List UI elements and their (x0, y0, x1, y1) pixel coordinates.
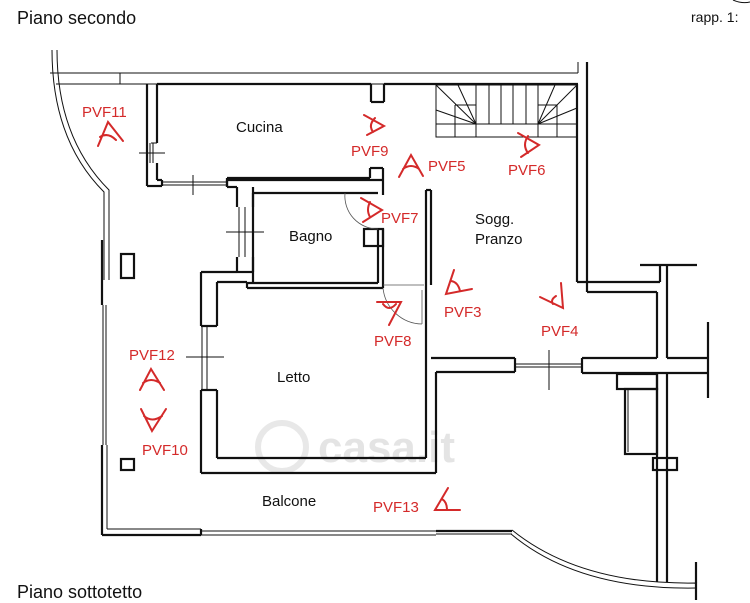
floor-title-second: Piano secondo (17, 8, 137, 28)
viewpoint-pvf9[interactable]: PVF9 (351, 114, 389, 160)
viewpoint-label: PVF6 (508, 162, 546, 179)
camera-view-icon (363, 114, 387, 136)
camera-view-icon (360, 197, 384, 223)
camera-view-icon (539, 282, 565, 310)
camera-view-icon (376, 301, 403, 326)
viewpoint-pvf7[interactable]: PVF7 (360, 197, 419, 227)
camera-view-icon (97, 120, 124, 147)
viewpoint-label: PVF3 (444, 304, 482, 321)
scale-ratio-label: rapp. 1: (691, 9, 739, 25)
north-arrow-icon (732, 0, 750, 4)
camera-view-icon (433, 487, 461, 511)
viewpoint-pvf5[interactable]: PVF5 (398, 152, 466, 178)
viewpoint-label: PVF12 (129, 347, 175, 364)
viewpoint-pvf11[interactable]: PVF11 (82, 104, 127, 147)
viewpoint-label: PVF5 (428, 158, 466, 175)
viewpoint-pvf8[interactable]: PVF8 (374, 301, 412, 350)
camera-view-icon (444, 269, 473, 296)
camera-view-icon (517, 132, 541, 158)
viewpoint-label: PVF9 (351, 143, 389, 160)
floor-title-attic: Piano sottotetto (17, 582, 143, 602)
room-label-bathroom: Bagno (289, 228, 332, 245)
room-label-living-line1: Sogg. (475, 211, 514, 228)
camera-view-icon (398, 152, 424, 178)
watermark-text: casa.it (318, 423, 455, 472)
viewpoint-pvf3[interactable]: PVF3 (444, 269, 482, 321)
camera-view-icon (139, 366, 165, 391)
viewpoint-label: PVF7 (381, 210, 419, 227)
viewpoint-label: PVF13 (373, 499, 419, 516)
bedroom-walls (186, 270, 438, 475)
room-label-bedroom: Letto (277, 369, 310, 386)
room-label-kitchen: Cucina (236, 119, 283, 136)
pillar (119, 252, 136, 280)
pillar (119, 457, 136, 472)
viewpoint-pvf4[interactable]: PVF4 (539, 282, 579, 340)
kitchen-walls (139, 82, 578, 195)
living-walls (382, 188, 710, 582)
room-label-living-line2: Pranzo (475, 231, 523, 248)
staircase (435, 84, 578, 138)
watermark: casa.it (255, 420, 455, 474)
room-label-balcony: Balcone (262, 493, 316, 510)
watermark-logo-icon (255, 420, 309, 474)
viewpoint-label: PVF8 (374, 333, 412, 350)
viewpoint-pvf12[interactable]: PVF12 (129, 347, 175, 391)
viewpoint-pvf6[interactable]: PVF6 (508, 132, 546, 179)
camera-view-icon (140, 408, 167, 434)
viewpoint-label: PVF11 (82, 104, 127, 121)
viewpoint-label: PVF10 (142, 442, 188, 459)
viewpoint-pvf10[interactable]: PVF10 (140, 408, 188, 459)
bathroom-walls (225, 166, 385, 290)
viewpoint-label: PVF4 (541, 323, 579, 340)
viewpoint-pvf13[interactable]: PVF13 (373, 487, 461, 516)
